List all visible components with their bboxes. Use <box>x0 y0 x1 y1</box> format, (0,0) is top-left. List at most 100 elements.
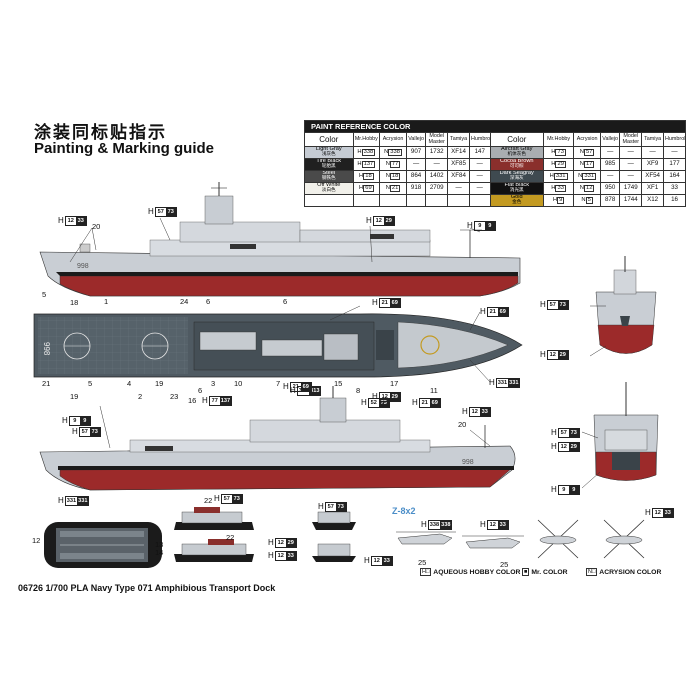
callout-code-b: 33 <box>285 551 296 560</box>
part-number: 20 <box>458 420 467 429</box>
callout-code-a: 9 <box>478 222 482 229</box>
callout-code-a: 12 <box>549 351 556 358</box>
acrysion-code: 12 <box>583 184 595 193</box>
part-number: 19 <box>70 392 79 401</box>
callout-code-b: 9 <box>568 485 579 494</box>
callout-code-a: 338 <box>429 521 440 528</box>
callout-code-a: 12 <box>67 217 74 224</box>
callout-prefix: H <box>480 520 486 529</box>
part-number: 22 <box>226 533 235 542</box>
acrysion-code: 331 <box>582 172 597 181</box>
paint-color-name-cn: 金色 <box>512 200 522 205</box>
hobby-code: 137 <box>361 160 376 169</box>
hobby-code: 69 <box>363 184 374 193</box>
callout-prefix: H <box>421 520 427 529</box>
code-prefix: H <box>357 148 362 155</box>
callout-prefix: H <box>283 382 289 391</box>
callout-code-b: 33 <box>497 520 508 529</box>
callout-code-b: 331 <box>77 496 89 505</box>
callout-code-b: 29 <box>389 392 400 401</box>
callout-prefix: H <box>268 551 274 560</box>
paint-cell-vallejo: 878 <box>599 194 621 207</box>
callout-code-a: 12 <box>373 557 380 564</box>
callout-code-b: 73 <box>231 494 242 503</box>
part-number: 25 <box>500 560 509 569</box>
part-number: 5 <box>88 379 93 388</box>
part-number: 21 <box>42 379 51 388</box>
paint-cell-name <box>304 194 354 207</box>
callout-code-a: 57 <box>81 428 88 435</box>
callout-prefix: H <box>58 216 64 225</box>
paint-color-name-cn: 深海灰 <box>509 176 524 181</box>
callout-code-b: 73 <box>165 207 176 216</box>
paint-color-name: Gold <box>510 194 523 201</box>
callout-code-b: 69 <box>497 307 508 316</box>
paint-cell-tamiya: XF84 <box>447 170 470 183</box>
paint-color-name: Cocoa Brown <box>499 158 534 165</box>
code-prefix: N <box>385 172 390 179</box>
callout-prefix: H <box>366 216 372 225</box>
callout-prefix: H <box>372 392 378 401</box>
code-prefix: H <box>359 184 364 191</box>
part-number: 5 <box>42 290 47 299</box>
callout-code-b: 69 <box>389 298 400 307</box>
helicopter-top-views <box>537 519 645 559</box>
hobby-code: 73 <box>555 148 566 157</box>
callout-prefix: H <box>202 396 208 405</box>
part-number: 16 <box>188 396 197 405</box>
callout-code-b: 69 <box>300 382 311 391</box>
paint-color-name: Light Gray <box>315 146 342 153</box>
callout-code-a: 12 <box>560 443 567 450</box>
code-prefix: H <box>551 184 556 191</box>
callout-prefix: H <box>62 416 68 425</box>
paint-color-name-cn: 轮胎黑 <box>321 164 336 169</box>
callout-prefix: H <box>148 207 154 216</box>
callout-prefix: H <box>361 398 367 407</box>
callout-prefix: H <box>489 378 495 387</box>
callout-code-b: 69 <box>429 398 440 407</box>
legend-mr-color: ■ Mr. COLOR <box>522 568 568 576</box>
code-prefix: N <box>578 172 583 179</box>
legend-label: ACRYSION COLOR <box>599 568 662 576</box>
code-prefix: N <box>385 160 390 167</box>
hovercraft-side-views <box>174 507 356 562</box>
legend-aqueous: H□ AQUEOUS HOBBY COLOR <box>420 568 520 576</box>
paint-color-name: Dark Seagray <box>499 170 534 177</box>
callout-code-a: 21 <box>489 308 496 315</box>
code-prefix: H <box>359 172 364 179</box>
callout-prefix: H <box>645 508 651 517</box>
paint-cell-tamiya <box>447 194 470 207</box>
callout-code-a: 21 <box>381 299 388 306</box>
callout-prefix: H <box>551 428 557 437</box>
part-number: 10 <box>234 379 243 388</box>
part-number: 6 <box>198 386 203 395</box>
callout-prefix: H <box>318 502 324 511</box>
paint-cell-tamiya: XF14 <box>447 146 470 159</box>
callout-prefix: H <box>480 307 486 316</box>
part-number: 12 <box>32 536 41 545</box>
callout-code-a: 57 <box>560 429 567 436</box>
paint-color-name: Tire Black <box>316 158 342 165</box>
